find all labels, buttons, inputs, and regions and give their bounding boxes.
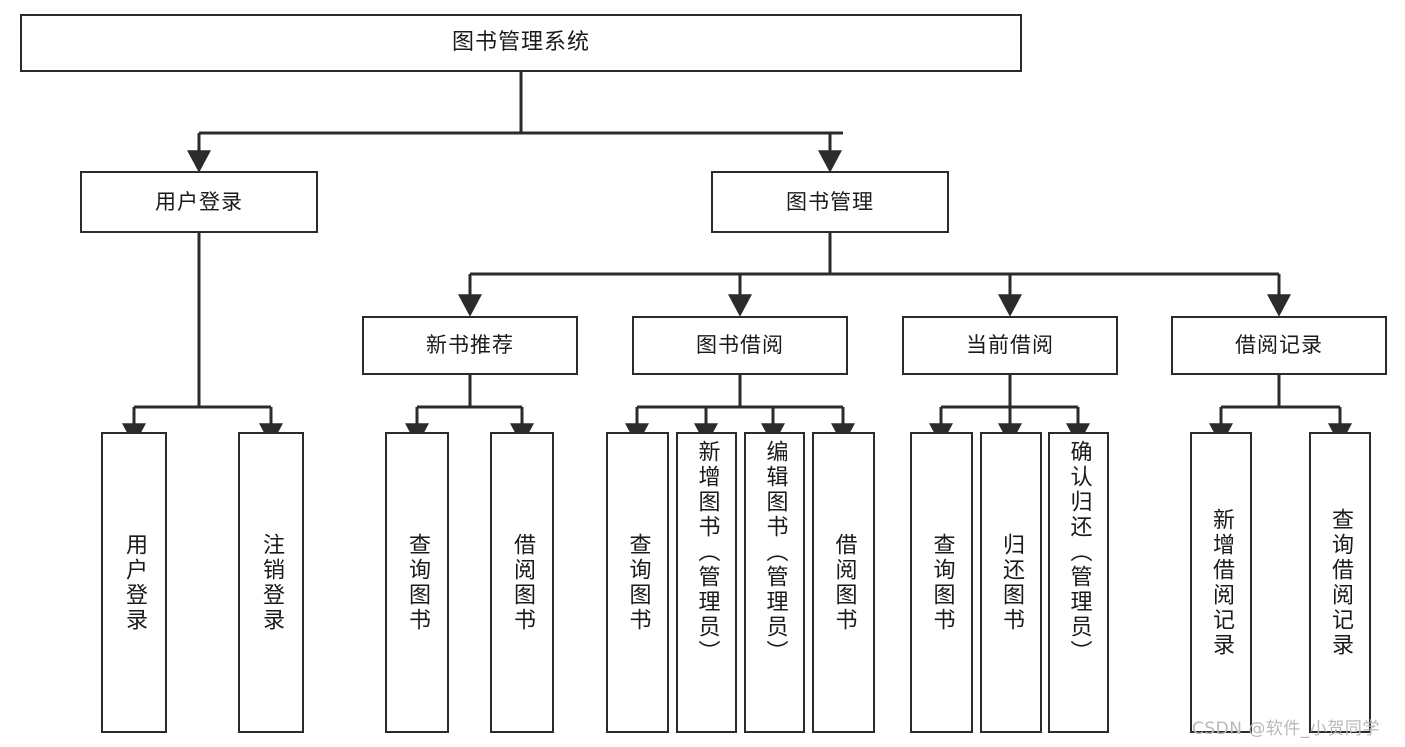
leaf-logout-login[interactable]: 注销登录 [238, 432, 304, 733]
csdn-watermark: CSDN @软件_小贺同学 [1192, 719, 1380, 739]
node-label: 新增借阅记录 [1209, 507, 1234, 658]
node-label: 图书管理系统 [451, 30, 590, 56]
node-borrow-record[interactable]: 借阅记录 [1171, 316, 1387, 375]
node-label: 新书推荐 [426, 333, 514, 358]
leaf-add-book-admin[interactable]: 新增图书（管理员） [676, 432, 737, 733]
node-book-management[interactable]: 图书管理 [711, 171, 949, 233]
leaf-borrow-book-recommend[interactable]: 借阅图书 [490, 432, 554, 733]
leaf-query-borrow-record[interactable]: 查询借阅记录 [1309, 432, 1371, 733]
node-label: 注销登录 [259, 532, 284, 633]
node-label: 查询图书 [625, 532, 651, 633]
leaf-return-book[interactable]: 归还图书 [980, 432, 1042, 733]
node-label: 借阅记录 [1235, 333, 1323, 358]
node-current-borrow[interactable]: 当前借阅 [902, 316, 1118, 375]
node-label: 归还图书 [999, 532, 1024, 633]
leaf-confirm-return-admin[interactable]: 确认归还（管理员） [1048, 432, 1109, 733]
leaf-query-book-recommend[interactable]: 查询图书 [385, 432, 449, 733]
leaf-borrow-book[interactable]: 借阅图书 [812, 432, 875, 733]
leaf-query-book-current[interactable]: 查询图书 [910, 432, 973, 733]
node-label: 查询图书 [929, 532, 955, 633]
node-label: 借阅图书 [831, 532, 857, 633]
node-label: 确认归还（管理员） [1066, 440, 1092, 665]
leaf-add-borrow-record[interactable]: 新增借阅记录 [1190, 432, 1252, 733]
node-label: 图书管理 [786, 189, 874, 214]
node-label: 编辑图书（管理员） [762, 440, 788, 665]
node-root-book-management-system[interactable]: 图书管理系统 [20, 14, 1022, 72]
leaf-user-login[interactable]: 用户登录 [101, 432, 167, 733]
node-label: 查询借阅记录 [1328, 507, 1353, 658]
node-label: 用户登录 [122, 532, 147, 633]
leaf-edit-book-admin[interactable]: 编辑图书（管理员） [744, 432, 805, 733]
node-label: 图书借阅 [696, 333, 784, 358]
node-label: 用户登录 [155, 189, 243, 214]
node-user-login[interactable]: 用户登录 [80, 171, 318, 233]
node-label: 借阅图书 [510, 532, 535, 633]
node-label: 新增图书（管理员） [694, 440, 720, 665]
node-book-borrow[interactable]: 图书借阅 [632, 316, 848, 375]
node-label: 查询图书 [405, 532, 430, 633]
node-label: 当前借阅 [966, 333, 1054, 358]
node-new-book-recommend[interactable]: 新书推荐 [362, 316, 578, 375]
leaf-query-book-borrow[interactable]: 查询图书 [606, 432, 669, 733]
